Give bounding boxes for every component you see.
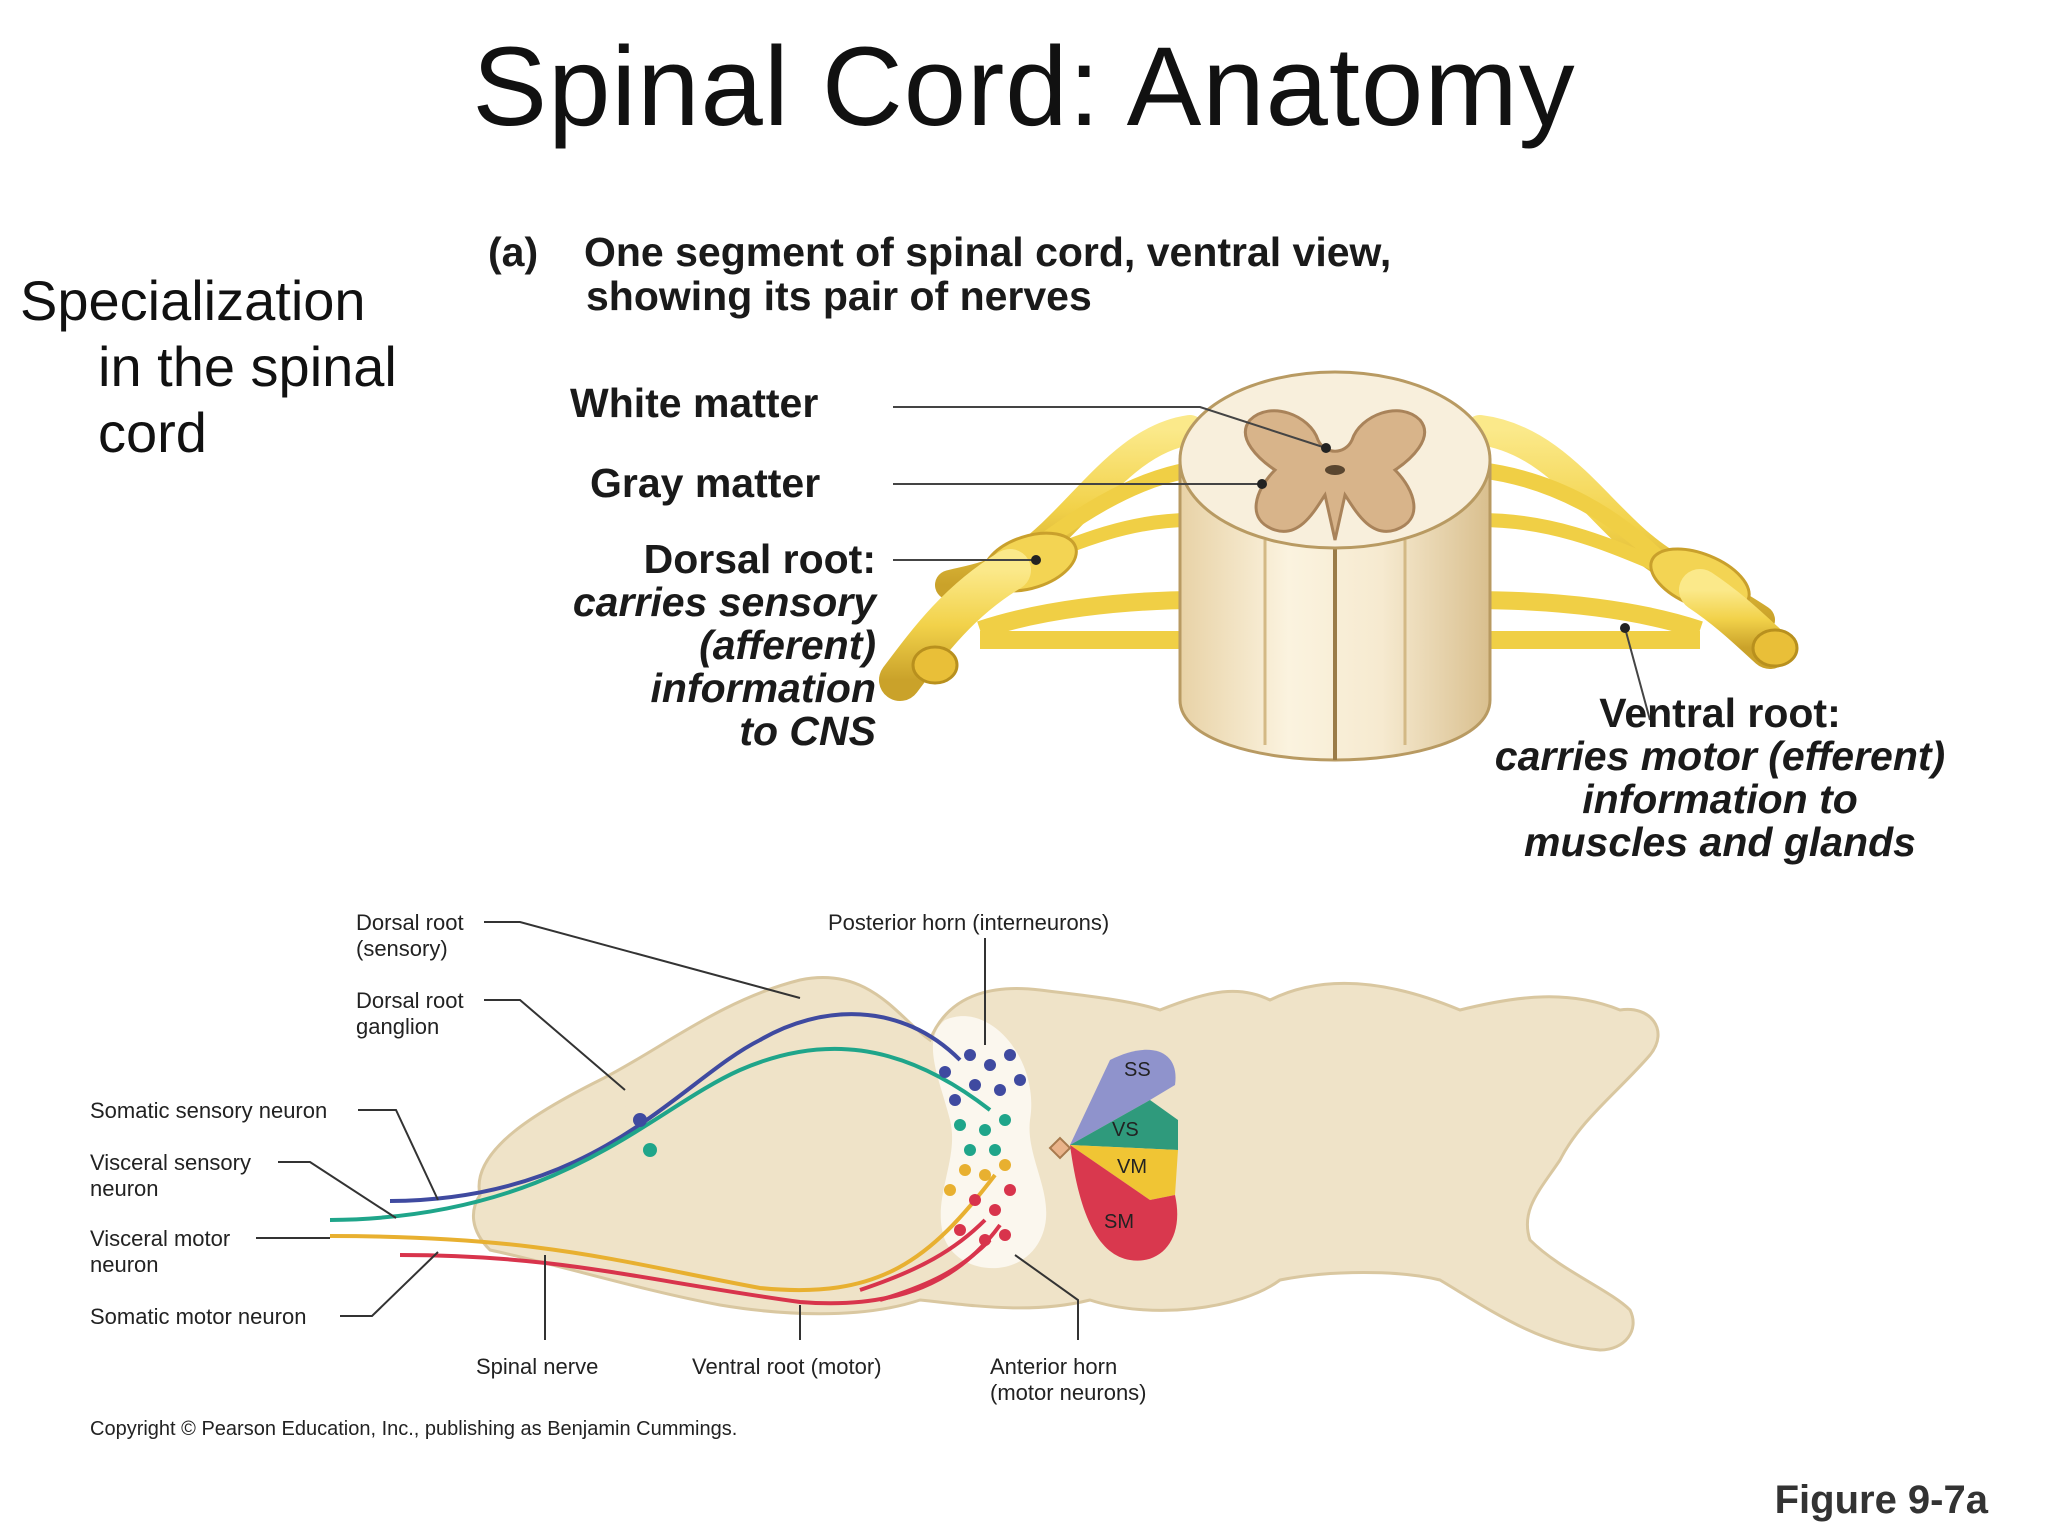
visceral-sensory-path	[329, 1046, 992, 1222]
label-dorsal-root: Dorsal root: carries sensory (afferent) …	[480, 538, 876, 753]
dorsal-root-desc: (afferent)	[699, 622, 876, 668]
visceral-motor-path	[329, 1173, 997, 1293]
ventral-root-title: Ventral root:	[1599, 690, 1841, 736]
label-gray-matter: Gray matter	[590, 460, 821, 506]
central-canal	[1325, 465, 1345, 475]
label-line: Dorsal root	[356, 988, 464, 1013]
right-nerve-end	[1751, 628, 1799, 668]
region-vm	[1070, 1145, 1178, 1200]
side-text-line: in the spinal	[98, 335, 397, 398]
label-line: Anterior horn	[990, 1354, 1118, 1379]
side-text-line: cord	[98, 401, 207, 464]
label-line: Visceral motor	[90, 1226, 231, 1251]
left-ventral-root	[977, 591, 1201, 650]
label-ventral-root-motor: Ventral root (motor)	[692, 1354, 882, 1379]
ventral-root-desc: muscles and glands	[1524, 819, 1916, 865]
panel-a-caption-line1: One segment of spinal cord, ventral view…	[584, 229, 1392, 275]
side-text-line: Specialization	[20, 269, 366, 332]
interneuron-dots	[633, 1049, 1026, 1246]
label-spinal-nerve: Spinal nerve	[476, 1354, 599, 1379]
region-sm	[1070, 1145, 1178, 1261]
figure-label: Figure 9-7a	[1774, 1478, 1988, 1522]
region-label-vs: VS	[1112, 1119, 1139, 1141]
label-ventral-root: Ventral root: carries motor (efferent) i…	[1440, 692, 2000, 864]
label-somatic-motor: Somatic motor neuron	[90, 1304, 307, 1329]
panel-b-leaders	[256, 921, 1079, 1340]
dorsal-root-desc: information	[650, 665, 876, 711]
label-posterior-horn: Posterior horn (interneurons)	[828, 910, 1110, 935]
ventral-root-desc: information to	[1582, 776, 1858, 822]
cord-cross-section	[471, 976, 1660, 1352]
label-line: ganglion	[356, 1014, 440, 1039]
region-label-sm: SM	[1104, 1211, 1134, 1233]
somatic-sensory-path	[389, 1012, 962, 1203]
dorsal-root-title: Dorsal root:	[643, 536, 876, 582]
right-ventral-root	[1469, 591, 1703, 650]
side-text: Specialization in the spinal cord	[20, 268, 397, 466]
label-line: (motor neurons)	[990, 1380, 1147, 1405]
copyright: Copyright © Pearson Education, Inc., pub…	[90, 1418, 738, 1440]
right-dorsal-root	[1465, 415, 1791, 669]
panel-a-leaders	[893, 406, 1651, 721]
label-line: Visceral sensory	[90, 1150, 251, 1175]
region-ss	[1070, 1049, 1176, 1145]
ventral-root-desc: carries motor (efferent)	[1494, 733, 1946, 779]
region-vs	[1070, 1100, 1178, 1150]
panel-a-caption: (a) One segment of spinal cord, ventral v…	[488, 230, 1391, 318]
page-title: Spinal Cord: Anatomy	[472, 24, 1576, 149]
left-nerve-end	[911, 645, 959, 685]
label-line: neuron	[90, 1176, 159, 1201]
dorsal-root-desc: to CNS	[739, 708, 876, 754]
panel-a-caption-line2: showing its pair of nerves	[586, 273, 1092, 319]
label-dorsal-root-sensory: Dorsal root (sensory)	[356, 910, 464, 962]
central-canal-b	[1048, 1136, 1072, 1160]
label-white-matter: White matter	[570, 380, 819, 426]
label-dorsal-root-ganglion: Dorsal root ganglion	[356, 988, 464, 1040]
gray-matter	[1243, 409, 1427, 541]
label-line: neuron	[90, 1252, 159, 1277]
label-anterior-horn: Anterior horn (motor neurons)	[990, 1354, 1147, 1406]
left-dorsal-root	[879, 415, 1205, 701]
panel-a-tag: (a)	[488, 229, 539, 275]
dorsal-root-desc: carries sensory	[572, 579, 876, 625]
label-line: Dorsal root	[356, 910, 464, 935]
label-visceral-sensory: Visceral sensory neuron	[90, 1150, 251, 1202]
region-label-vm: VM	[1117, 1156, 1147, 1178]
label-line: (sensory)	[356, 936, 448, 961]
region-label-ss: SS	[1124, 1059, 1151, 1081]
label-somatic-sensory: Somatic sensory neuron	[90, 1098, 328, 1123]
label-visceral-motor: Visceral motor neuron	[90, 1226, 230, 1278]
